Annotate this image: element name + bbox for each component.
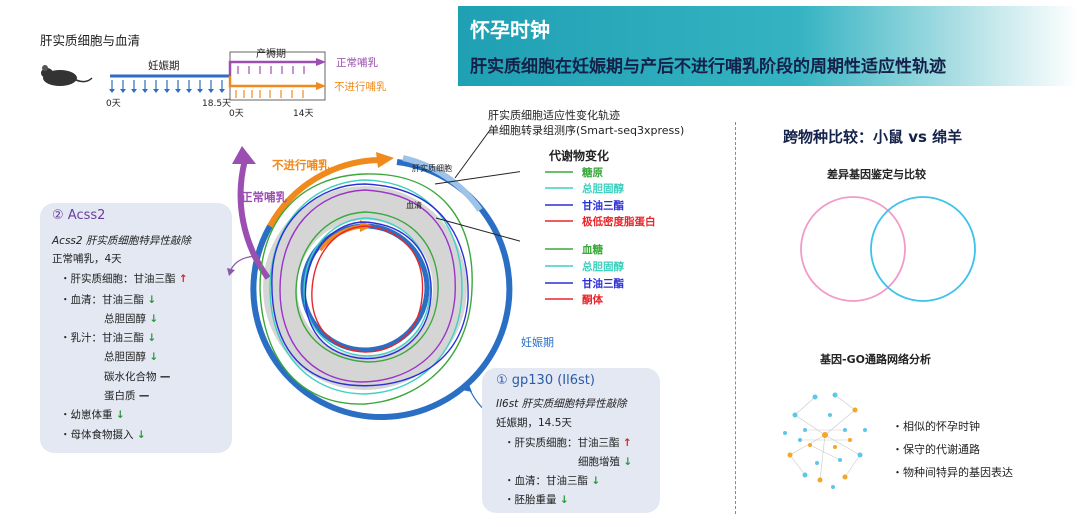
- pregnancy-label: 妊娠期: [148, 60, 180, 72]
- acss2-line2: 正常哺乳，4天: [52, 253, 122, 265]
- gp130-card: ① gp130 (Il6st) Il6st 肝实质细胞特异性敲除 妊娠期，14.…: [482, 368, 660, 513]
- acss2-row-4: 总胆固醇 ↓: [104, 351, 159, 363]
- legend-hep-0: 糖原: [582, 167, 603, 179]
- sheep-circle: [870, 196, 976, 302]
- acss2-title: ② Acss2: [52, 208, 106, 223]
- legend-serum-2: 甘油三酯: [582, 278, 624, 290]
- gp130-line1: Il6st 肝实质细胞特异性敲除: [496, 398, 627, 410]
- acss2-row-7: ・幼崽体重 ↓: [60, 409, 125, 421]
- clock-header1: 肝实质细胞适应性变化轨迹: [488, 109, 620, 122]
- gp130-row-3: ・胚胎重量 ↓: [504, 494, 569, 506]
- gp130-line2: 妊娠期，14.5天: [496, 417, 572, 429]
- serum-ring-label: 血清: [406, 201, 422, 210]
- hepatocyte-ring-label: 肝实质细胞: [412, 164, 452, 173]
- acss2-row-6: 蛋白质 —: [104, 390, 150, 402]
- venn-diagram: [800, 196, 976, 302]
- acss2-row-5: 碳水化合物 —: [104, 371, 171, 383]
- deg-title: 差异基因鉴定与比较: [827, 168, 926, 181]
- acss2-card: ② Acss2 Acss2 肝实质细胞特异性敲除 正常哺乳，4天 ・肝实质细胞：…: [40, 203, 232, 453]
- pregnancy-arc-label: 妊娠期: [521, 336, 554, 349]
- gp130-row-2: ・血清：甘油三酯 ↓: [504, 475, 601, 487]
- tick-day0-post: 0天: [229, 109, 244, 119]
- legend-swatches: [545, 171, 573, 300]
- no-lactation-arc: [267, 157, 381, 228]
- no-lactation-label: 不进行哺乳: [334, 81, 387, 93]
- mouse-icon: [41, 65, 93, 86]
- tick-day14: 14天: [293, 109, 314, 119]
- gene-network: [783, 392, 867, 489]
- legend-serum-0: 血糖: [582, 244, 603, 256]
- gp130-row-0: ・肝实质细胞：甘油三酯 ↑: [504, 437, 632, 449]
- banner-title: 怀孕时钟: [470, 18, 550, 42]
- network-title: 基因-GO通路网络分析: [820, 353, 931, 366]
- metabolite-title: 代谢物变化: [549, 149, 610, 163]
- bullet-1: ・保守的代谢通路: [892, 443, 980, 456]
- panel-divider: [735, 122, 736, 514]
- acss2-row-0: ・肝实质细胞：甘油三酯 ↑: [60, 273, 188, 285]
- normal-lactation-label: 正常哺乳: [336, 57, 378, 69]
- normal-lactation-arc: [237, 159, 271, 280]
- bullet-0: ・相似的怀孕时钟: [892, 420, 980, 433]
- tick-day0: 0天: [106, 99, 121, 109]
- acss2-line1: Acss2 肝实质细胞特异性敲除: [52, 235, 191, 247]
- legend-serum-3: 酮体: [582, 294, 603, 306]
- cross-species-title: 跨物种比较：小鼠 vs 绵羊: [783, 128, 963, 146]
- normal-lactation-arc-label: 正常哺乳: [241, 190, 287, 204]
- hepatocyte-ring-arc: [402, 155, 483, 212]
- postpartum-label: 产褥期: [256, 49, 286, 60]
- legend-hep-2: 甘油三酯: [582, 200, 624, 212]
- timeline-diagram: [41, 51, 326, 101]
- legend-hep-3: 极低密度脂蛋白: [582, 216, 656, 228]
- acss2-row-8: ・母体食物摄入 ↓: [60, 429, 146, 441]
- acss2-pointer: [227, 255, 260, 276]
- gp130-row-1: 细胞增殖 ↓: [578, 456, 633, 468]
- tick-day18-5: 18.5天: [202, 99, 232, 109]
- gp130-title: ① gp130 (Il6st): [496, 373, 595, 388]
- mouse-circle: [800, 196, 906, 302]
- acss2-row-2: 总胆固醇 ↓: [104, 313, 159, 325]
- acss2-row-3: ・乳汁：甘油三酯 ↓: [60, 332, 157, 344]
- clock-header2: 单细胞转录组测序(Smart-seq3xpress): [488, 124, 685, 137]
- timeline-heading: 肝实质细胞与血清: [40, 33, 141, 48]
- pregnancy-clock: [232, 129, 520, 420]
- title-banner: 怀孕时钟 肝实质细胞在妊娠期与产后不进行哺乳阶段的周期性适应性轨迹: [458, 6, 1078, 86]
- no-lactation-arc-label: 不进行哺乳: [272, 158, 330, 172]
- banner-subtitle: 肝实质细胞在妊娠期与产后不进行哺乳阶段的周期性适应性轨迹: [470, 57, 946, 77]
- bullet-2: ・物种间特异的基因表达: [892, 466, 1013, 479]
- pregnancy-arc: [250, 159, 513, 420]
- legend-hep-1: 总胆固醇: [582, 183, 624, 195]
- legend-serum-1: 总胆固醇: [582, 261, 624, 273]
- acss2-row-1: ・血清：甘油三酯 ↓: [60, 294, 157, 306]
